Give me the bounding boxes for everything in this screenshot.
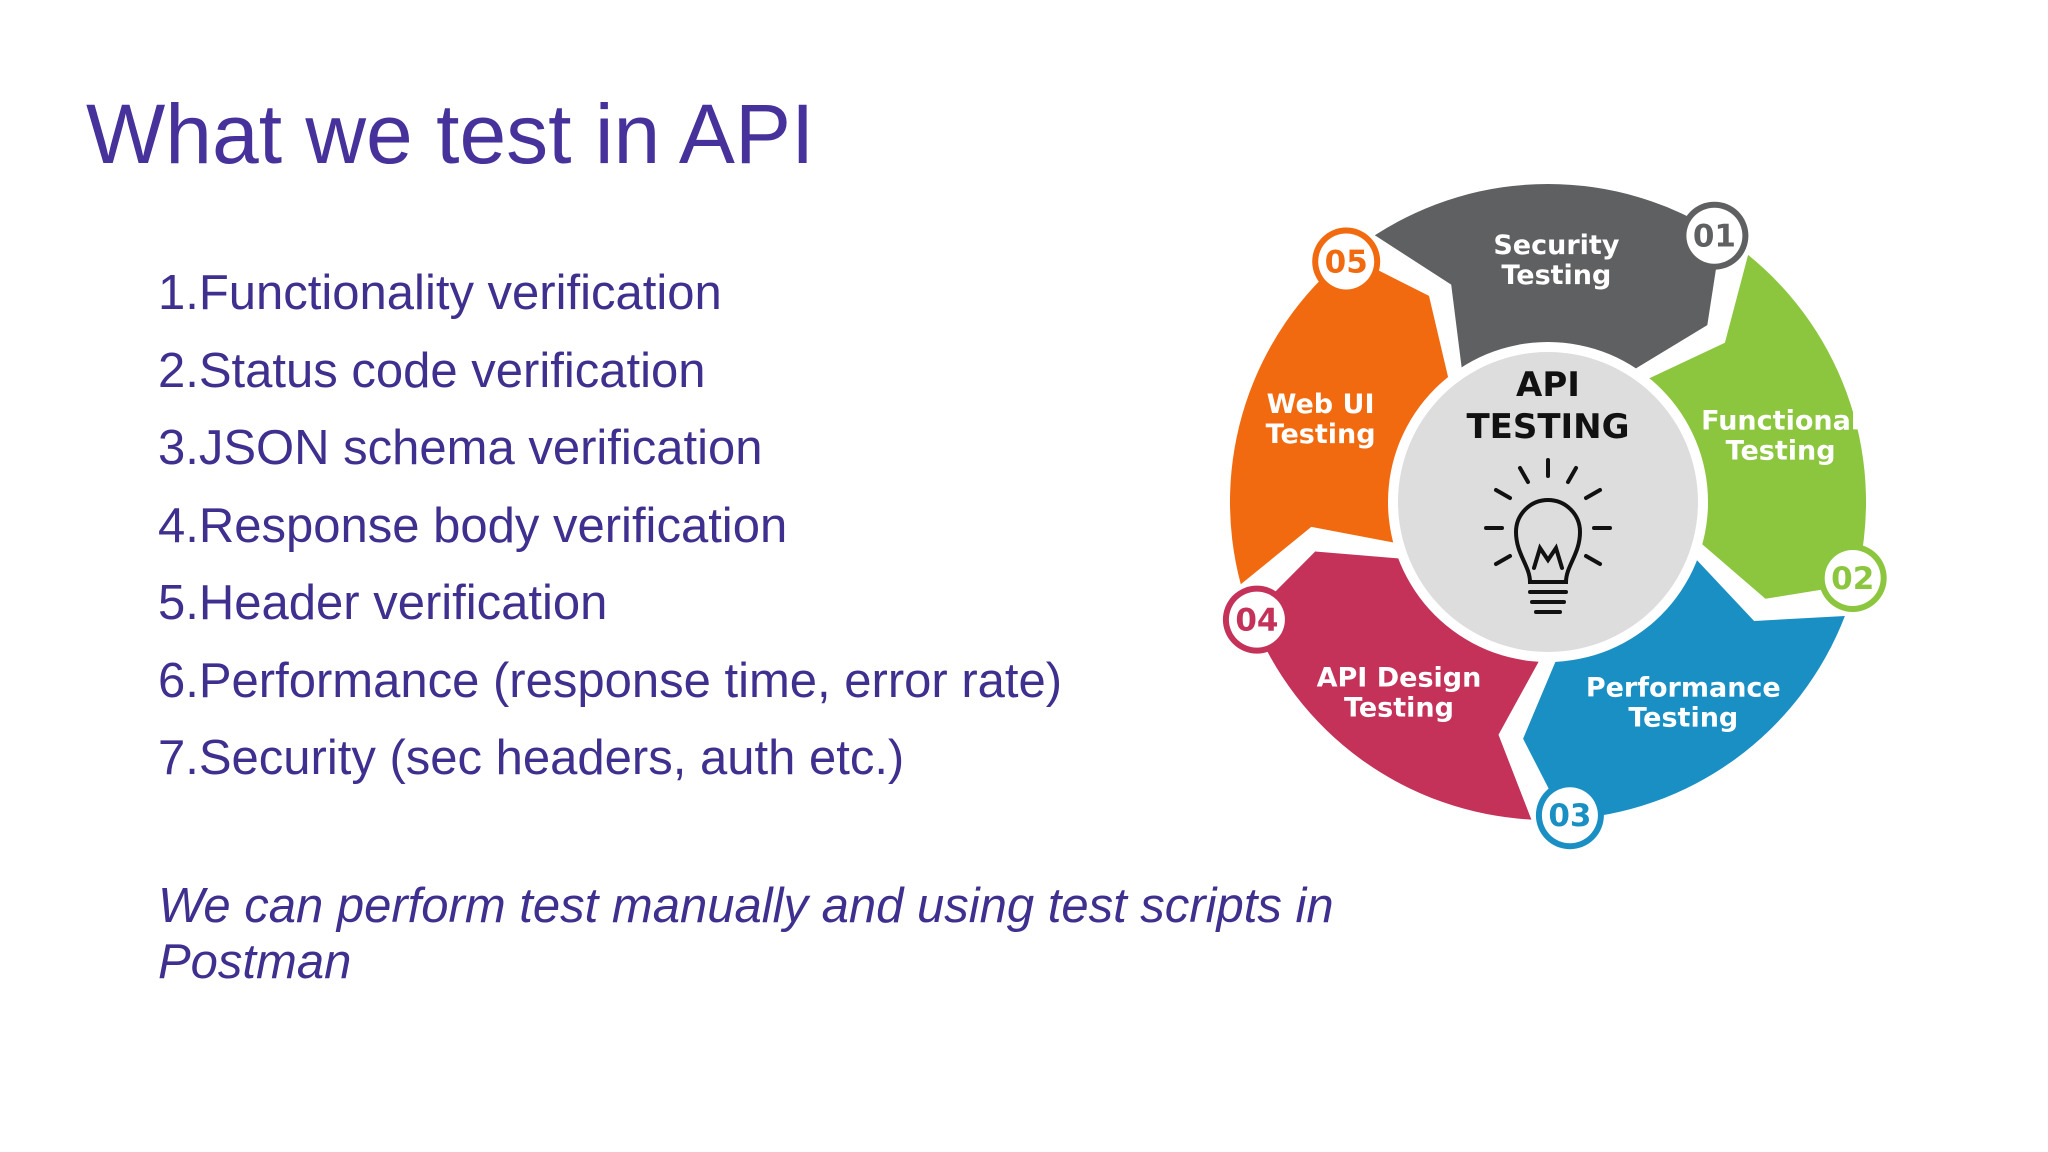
cycle-segment	[1374, 183, 1722, 370]
cycle-badges: 01 02 03 04 05	[1222, 201, 1887, 850]
cycle-segment	[1229, 254, 1449, 585]
list-item: 4.Response body verification	[158, 498, 788, 553]
api-testing-cycle: SecurityTestingFunctionalTestingPerforma…	[1222, 183, 1887, 850]
badge-circle	[1228, 591, 1285, 648]
segment-label-line1: Web UI	[1267, 389, 1375, 420]
badge-number: 05	[1325, 245, 1368, 281]
badge-circle	[1686, 207, 1743, 264]
badge-number: 04	[1235, 603, 1278, 639]
segment-label-line1: Performance	[1586, 673, 1781, 704]
cycle-segments: SecurityTestingFunctionalTestingPerforma…	[1229, 183, 1867, 820]
lightbulb-icon	[1484, 458, 1612, 614]
badge-circle	[1824, 550, 1881, 606]
cycle-segment	[1523, 558, 1845, 820]
verification-list: 1.Functionality verification 2.Status co…	[158, 255, 1062, 798]
slide-title: What we test in API	[86, 87, 815, 181]
badge-number: 01	[1693, 219, 1736, 255]
list-item: 5.Header verification	[158, 576, 608, 630]
list-item: 2.Status code verification	[158, 343, 706, 398]
cycle-segment	[1647, 254, 1867, 599]
segment-label-line2: Testing	[1501, 260, 1611, 291]
segment-label-line1: Security	[1493, 230, 1619, 261]
list-item: 7.Security (sec headers, auth etc.)	[158, 731, 905, 785]
list-item: 6.Performance (response time, error rate…	[158, 653, 1063, 708]
postman-note: We can perform test manually and using t…	[158, 879, 1334, 989]
cycle-segment	[1251, 551, 1540, 820]
center-title-line2: TESTING	[1466, 407, 1629, 447]
center-title-line1: API	[1516, 365, 1580, 405]
badge-number: 02	[1831, 561, 1874, 597]
segment-label-line2: Testing	[1726, 435, 1836, 466]
center-hub: API TESTING	[1388, 342, 1708, 662]
list-item: 3.JSON schema verification	[158, 421, 763, 475]
segment-label-line2: Testing	[1344, 693, 1454, 724]
segment-label-line1: Functional	[1701, 405, 1860, 436]
list-item: 1.Functionality verification	[158, 266, 722, 320]
segment-label-line2: Testing	[1628, 703, 1738, 734]
badge-circle	[1541, 787, 1598, 844]
segment-label-line2: Testing	[1266, 419, 1376, 450]
badge-circle	[1318, 233, 1375, 290]
badge-number: 03	[1548, 798, 1591, 834]
segment-label-line1: API Design	[1317, 663, 1482, 694]
